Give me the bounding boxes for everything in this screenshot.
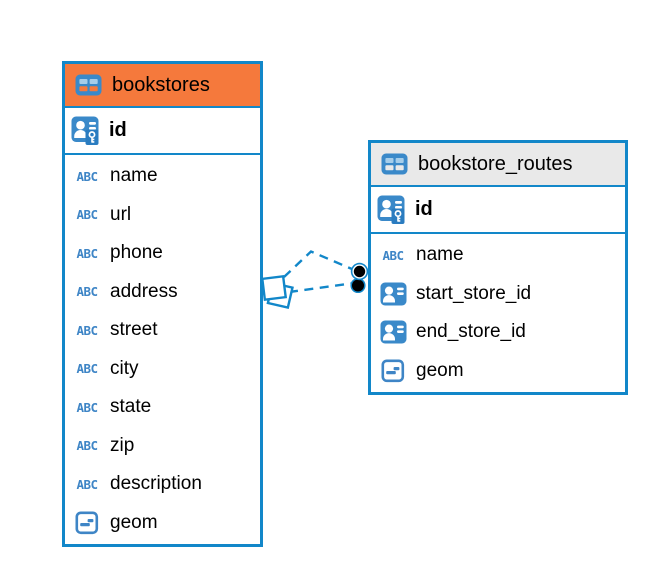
column-name: description	[110, 473, 202, 495]
column-name: end_store_id	[416, 321, 526, 343]
relationship-one-marker[interactable]	[350, 262, 369, 294]
person-key-icon	[377, 195, 407, 224]
table-icon	[73, 74, 103, 96]
text-type-icon: ABC	[76, 399, 98, 415]
column-name: id	[109, 119, 127, 141]
column-row[interactable]: ABC phone	[65, 234, 260, 273]
text-type-icon: ABC	[76, 207, 98, 223]
text-type-icon: ABC	[76, 168, 98, 184]
person-key-icon	[71, 116, 101, 145]
column-row[interactable]: ABC name	[371, 236, 625, 275]
column-name: id	[415, 198, 433, 220]
column-name: phone	[110, 242, 163, 264]
column-name: zip	[110, 434, 135, 456]
geometry-type-icon	[72, 511, 102, 535]
text-type-icon: ABC	[76, 245, 98, 261]
person-icon	[378, 320, 408, 344]
column-row[interactable]: start_store_id	[371, 275, 625, 314]
column-row[interactable]: geom	[65, 504, 260, 543]
text-type-icon: ABC	[76, 438, 98, 454]
table-bookstores[interactable]: bookstores id ABC name	[62, 61, 263, 547]
primary-key-row[interactable]: id	[65, 108, 260, 155]
column-name: city	[110, 357, 139, 379]
column-row[interactable]: ABC url	[65, 196, 260, 235]
column-row[interactable]: ABC city	[65, 350, 260, 389]
text-type-icon: ABC	[76, 361, 98, 377]
column-name: geom	[416, 359, 464, 381]
text-type-icon: ABC	[76, 322, 98, 338]
relationship-many-marker[interactable]	[260, 274, 294, 310]
table-name: bookstores	[112, 73, 210, 96]
text-type-icon: ABC	[76, 476, 98, 492]
table-icon	[379, 153, 409, 175]
column-name: name	[110, 165, 158, 187]
table-bookstore-routes[interactable]: bookstore_routes id ABC name	[368, 140, 628, 395]
column-name: state	[110, 396, 152, 418]
text-type-icon: ABC	[382, 247, 404, 263]
column-row[interactable]: ABC zip	[65, 427, 260, 466]
column-row[interactable]: ABC street	[65, 311, 260, 350]
column-row[interactable]: ABC name	[65, 157, 260, 196]
column-row[interactable]: ABC state	[65, 388, 260, 427]
primary-key-row[interactable]: id	[371, 187, 625, 234]
column-name: geom	[110, 511, 158, 533]
column-name: address	[110, 280, 178, 302]
person-icon	[378, 282, 408, 306]
column-row[interactable]: end_store_id	[371, 313, 625, 352]
relationship-line[interactable]	[283, 250, 353, 294]
table-header[interactable]: bookstore_routes	[371, 143, 625, 187]
table-name: bookstore_routes	[418, 152, 573, 175]
column-row[interactable]: ABC address	[65, 273, 260, 312]
column-name: street	[110, 319, 158, 341]
column-list: ABC name start_store_id	[371, 234, 625, 392]
column-list: ABC name ABC url ABC phone ABC address A…	[65, 155, 260, 544]
text-type-icon: ABC	[76, 284, 98, 300]
table-header[interactable]: bookstores	[65, 64, 260, 108]
column-row[interactable]: geom	[371, 352, 625, 391]
column-name: url	[110, 203, 132, 225]
column-name: start_store_id	[416, 282, 532, 304]
column-row[interactable]: ABC description	[65, 465, 260, 504]
column-name: name	[416, 244, 464, 266]
geometry-type-icon	[378, 359, 408, 383]
